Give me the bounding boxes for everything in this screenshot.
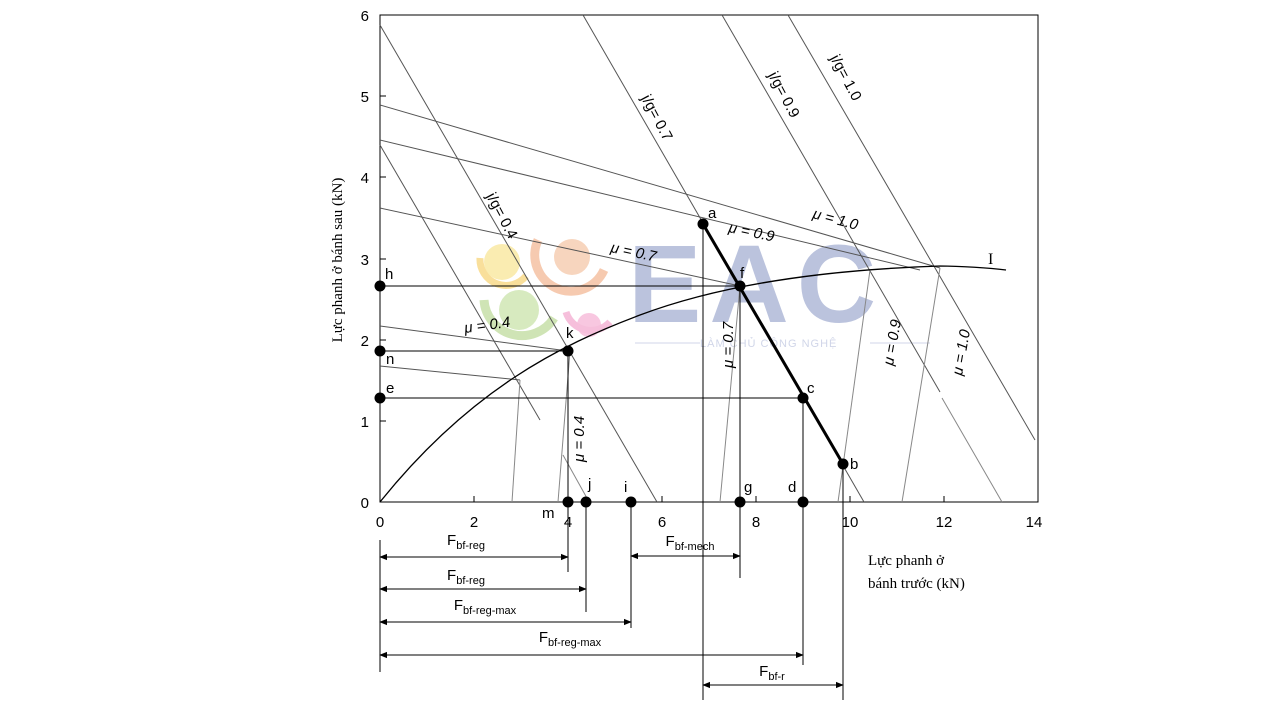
point-label: d <box>788 479 796 496</box>
y-tick-label: 0 <box>361 495 369 512</box>
ideal-curve-label: I <box>988 251 993 268</box>
point-d <box>797 496 809 508</box>
y-axis-title: Lực phanh ở bánh sau (kN) <box>330 178 346 343</box>
x-axis-title-line2: bánh trước (kN) <box>868 576 965 592</box>
y-tick-label: 2 <box>361 333 369 350</box>
point-n <box>374 345 386 357</box>
x-tick-label: 6 <box>658 514 666 531</box>
point-b <box>837 458 849 470</box>
point-label: g <box>744 479 752 496</box>
dim-label-fbf-reg-2: Fbf-reg <box>447 567 485 587</box>
point-k <box>562 345 574 357</box>
x-tick-label: 14 <box>1026 514 1043 531</box>
point-f <box>734 280 746 292</box>
point-label: j <box>587 476 591 493</box>
point-label: n <box>386 351 394 368</box>
decel-line-1.0 <box>787 14 1036 441</box>
dimension-labels: Fbf-reg Fbf-reg Fbf-reg-max Fbf-mech Fbf… <box>447 532 785 683</box>
mu-line-front-1.0b <box>941 397 1003 503</box>
mu-label: μ = 0.7 <box>720 321 737 369</box>
decel-line-0.4 <box>379 24 658 503</box>
points <box>374 218 849 508</box>
dim-label-fbf-reg-max-1: Fbf-reg-max <box>454 597 517 617</box>
point-label: f <box>740 265 745 282</box>
braking-line-a-b <box>701 223 845 465</box>
point-h <box>374 280 386 292</box>
x-tick-label: 10 <box>842 514 859 531</box>
dim-label-fbf-reg-1: Fbf-reg <box>447 532 485 552</box>
dimension-arrows <box>379 552 844 689</box>
y-tick-label: 6 <box>361 8 369 25</box>
x-tick-labels: 0 2 4 6 8 10 12 14 <box>376 514 1043 531</box>
axis-ticks <box>379 95 945 502</box>
x-tick-label: 8 <box>752 514 760 531</box>
point-e <box>374 392 386 404</box>
y-tick-label: 4 <box>361 170 369 187</box>
mu-line-rear-1.0 <box>379 104 941 269</box>
guide-lines-vertical <box>379 224 844 700</box>
mu-line-front-1.0 <box>901 267 941 503</box>
decel-line-0.9 <box>721 14 941 393</box>
mu-line-front-0.4 <box>511 379 521 503</box>
point-j <box>580 496 592 508</box>
mu-label: μ = 0.4 <box>462 314 511 337</box>
mu-line-front-0.7 <box>719 285 741 503</box>
mu-front-lines <box>511 267 1003 503</box>
mu-line-rear-short <box>379 144 541 421</box>
point-label: m <box>542 505 555 522</box>
point-g <box>734 496 746 508</box>
mu-line-rear-0.7 <box>379 207 741 287</box>
point-label: h <box>385 266 393 283</box>
decel-label: j/g= 1.0 <box>826 51 865 104</box>
decel-labels: j/g= 0.4 j/g= 0.7 j/g= 0.9 j/g= 1.0 <box>482 51 865 242</box>
y-tick-label: 1 <box>361 414 369 431</box>
guide-lines-horizontal <box>380 285 803 399</box>
mu-line-short-m <box>562 454 589 501</box>
mu-label: μ = 0.4 <box>571 416 588 463</box>
x-tick-label: 0 <box>376 514 384 531</box>
y-tick-label: 3 <box>361 252 369 269</box>
point-label: b <box>850 456 858 473</box>
point-i <box>625 496 637 508</box>
decel-label: j/g= 0.7 <box>637 91 676 144</box>
point-label: a <box>708 205 717 222</box>
ideal-braking-curve <box>379 265 1007 503</box>
mu-label: μ = 1.0 <box>949 328 974 378</box>
x-tick-label: 12 <box>936 514 953 531</box>
point-m <box>562 496 574 508</box>
point-label: e <box>386 380 394 397</box>
dim-label-fbf-r: Fbf-r <box>759 663 785 683</box>
y-tick-labels: 0 1 2 3 4 5 6 <box>361 8 369 512</box>
point-label: i <box>624 479 627 496</box>
y-tick-label: 5 <box>361 89 369 106</box>
point-a <box>697 218 709 230</box>
mu-line-rear-0.9 <box>379 139 921 271</box>
point-label: c <box>807 380 815 397</box>
x-tick-label: 2 <box>470 514 478 531</box>
point-label: k <box>566 325 574 342</box>
point-c <box>797 392 809 404</box>
mu-rear-lines <box>379 104 941 421</box>
dim-label-fbf-mech: Fbf-mech <box>666 533 715 553</box>
point-labels: a f c b h n e k m j i g d <box>385 205 858 522</box>
dim-label-fbf-reg-max-2: Fbf-reg-max <box>539 629 602 649</box>
x-axis-title-line1: Lực phanh ở <box>868 553 945 569</box>
mu-line-rear-0.4 <box>379 325 569 352</box>
decel-label: j/g= 0.9 <box>764 68 803 121</box>
mu-line-rear-0.4b <box>379 365 521 381</box>
